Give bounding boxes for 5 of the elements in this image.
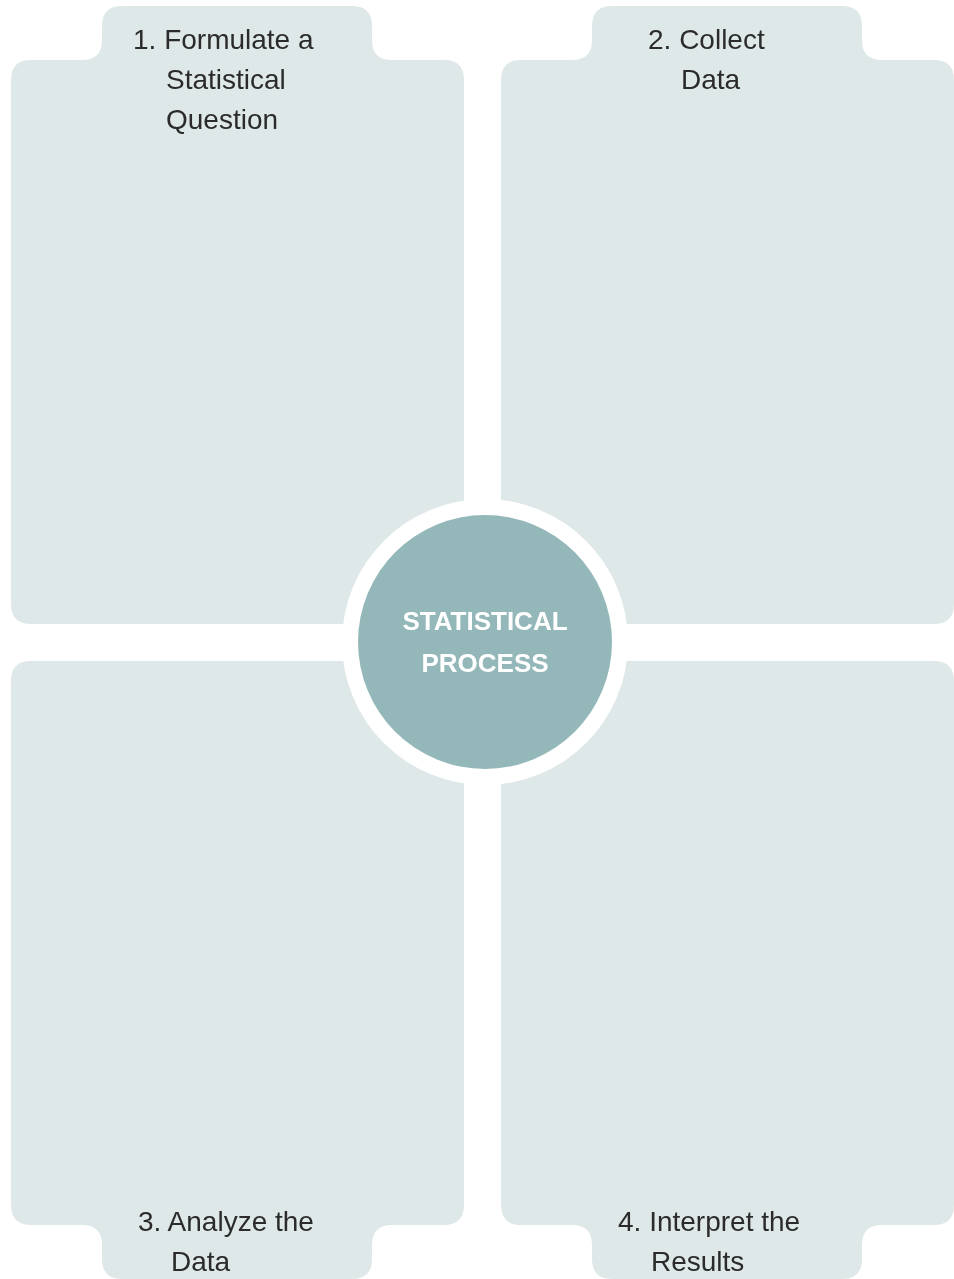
step-title: 4. Interpret the Results [618, 1205, 802, 1279]
step-title: 1. Formulate a Statistical Question [133, 23, 315, 137]
step-title: 2. Collect Data [648, 23, 766, 97]
step-title: 3. Analyze the Data [138, 1205, 315, 1279]
center-title: STATISTICAL PROCESS [401, 605, 569, 680]
